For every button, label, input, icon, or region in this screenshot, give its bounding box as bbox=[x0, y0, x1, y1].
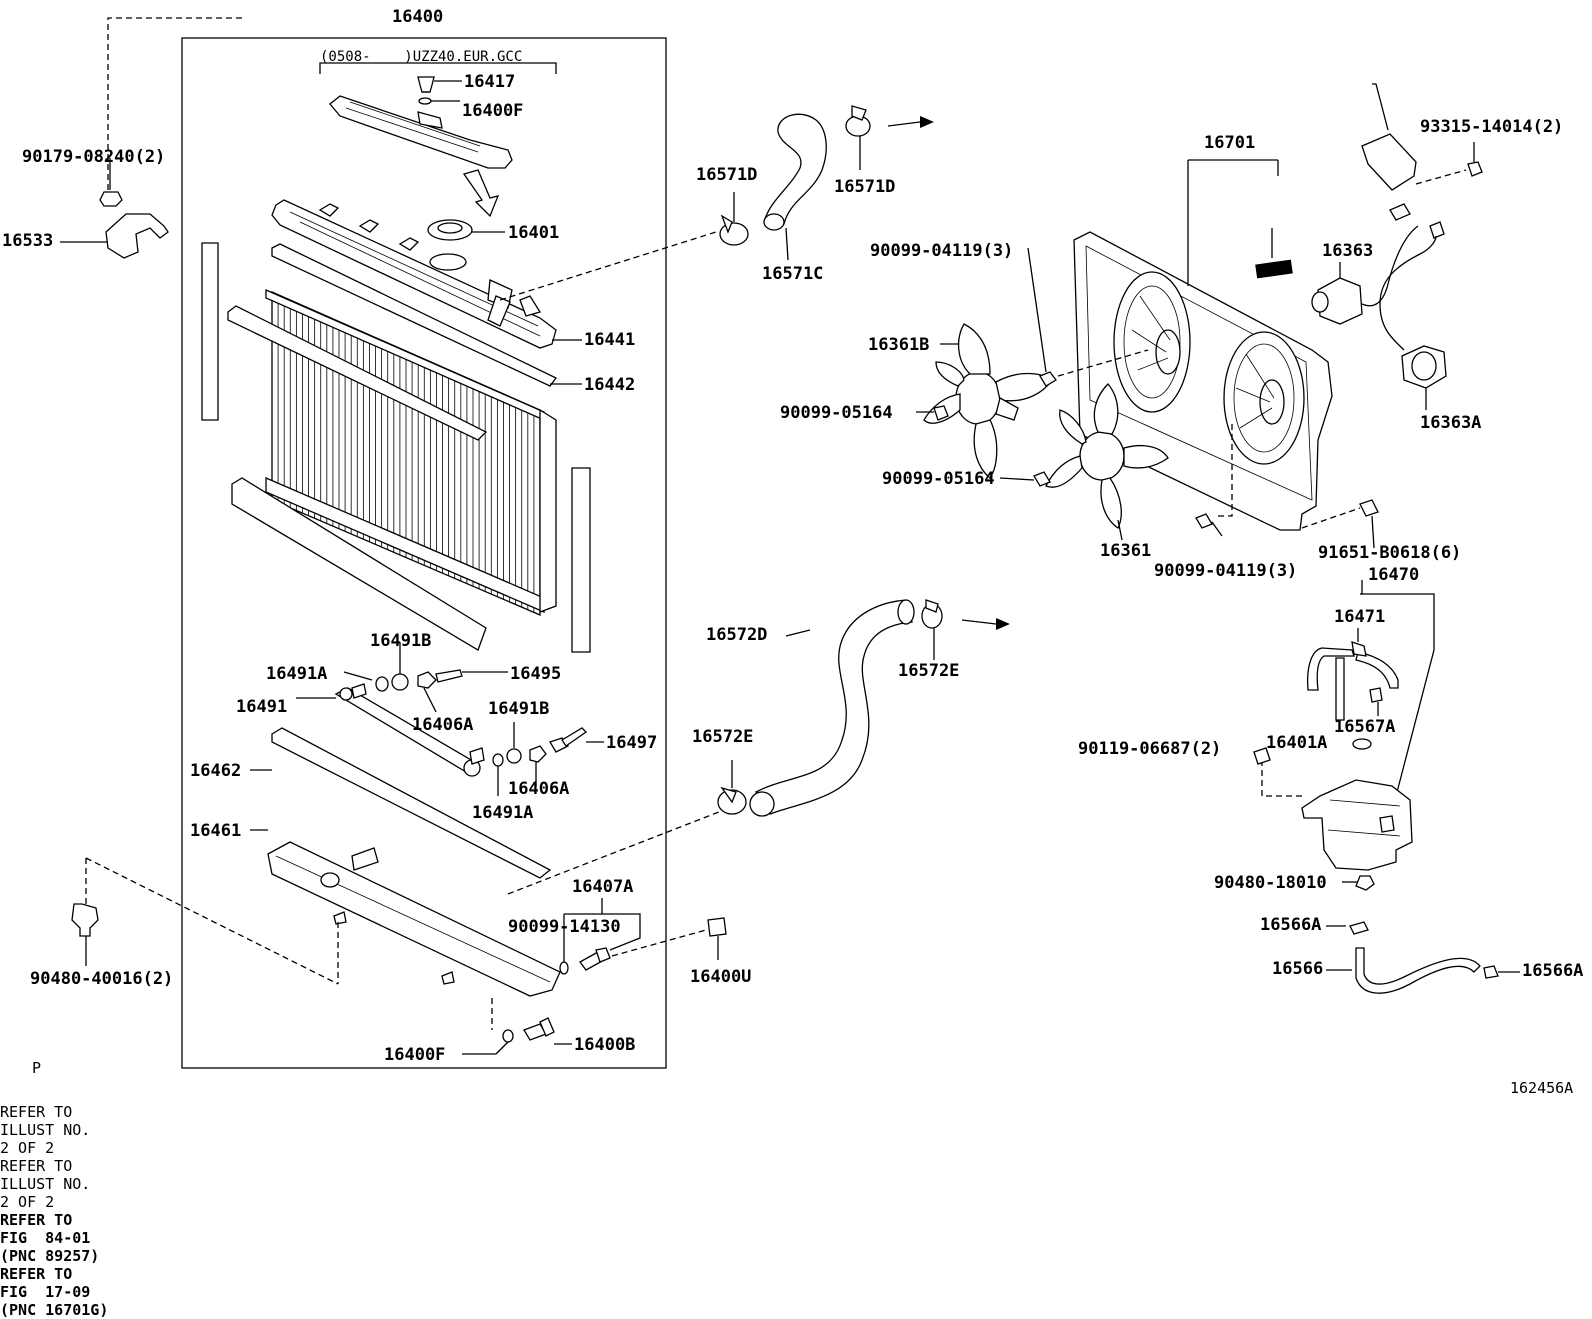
fan-blade-left-icon bbox=[923, 323, 1053, 479]
refer-fig-17-09: REFER TO FIG 17-09 (PNC 16701G) bbox=[0, 1265, 109, 1319]
label-91651-b0618: 91651-B0618(6) bbox=[1318, 543, 1462, 563]
reservoir-cap-icon bbox=[1352, 738, 1372, 750]
drain-plug-set-icon bbox=[559, 898, 707, 975]
fan-motor-icon bbox=[1311, 203, 1447, 410]
diagram-artwork bbox=[60, 17, 1520, 1069]
label-16566a-a: 16566A bbox=[1260, 915, 1322, 935]
washer-bolt-set-upper bbox=[343, 642, 508, 713]
label-16461: 16461 bbox=[190, 821, 242, 841]
label-90099-05164-b: 90099-05164 bbox=[882, 469, 995, 489]
label-16571d-a: 16571D bbox=[696, 165, 758, 185]
gasket-icon bbox=[271, 243, 582, 387]
label-16491: 16491 bbox=[236, 697, 288, 717]
label-16491b-b: 16491B bbox=[488, 699, 550, 719]
seal-strip-top bbox=[227, 305, 488, 441]
label-16406a-b: 16406A bbox=[508, 779, 570, 799]
label-16572e-a: 16572E bbox=[692, 727, 754, 747]
lower-gasket-icon bbox=[250, 727, 552, 879]
seal-strip-bottom bbox=[231, 477, 487, 651]
label-16566: 16566 bbox=[1272, 959, 1324, 979]
arrow-down-icon bbox=[462, 169, 500, 218]
drain-plug-icon bbox=[417, 76, 462, 105]
label-16572d: 16572D bbox=[706, 625, 768, 645]
radiator-group-frame bbox=[181, 37, 667, 1069]
label-16470: 16470 bbox=[1368, 565, 1420, 585]
label-16491a-a: 16491A bbox=[266, 664, 328, 684]
reservoir-bracket-icon bbox=[1360, 580, 1435, 797]
seal-strip-right bbox=[571, 467, 591, 653]
label-16363a: 16363A bbox=[1420, 413, 1482, 433]
label-16571d-b: 16571D bbox=[834, 177, 896, 197]
label-90480-18010: 90480-18010 bbox=[1214, 873, 1327, 893]
label-16406a-a: 16406A bbox=[412, 715, 474, 735]
upper-radiator-tank-icon bbox=[271, 199, 582, 349]
lower-radiator-tank-icon bbox=[250, 829, 561, 997]
parts-diagram: 16400 (0508- )UZZ40.EUR.GCC 16417 16400F… bbox=[0, 7, 1584, 1319]
upper-hose-icon bbox=[719, 105, 934, 261]
upper-tank-icon bbox=[329, 95, 513, 169]
label-16441: 16441 bbox=[584, 330, 636, 350]
label-16401: 16401 bbox=[508, 223, 560, 243]
bracket-icon bbox=[60, 158, 169, 259]
radiator-cap-icon bbox=[427, 219, 505, 241]
label-90480-40016: 90480-40016(2) bbox=[30, 969, 174, 989]
rubber-bushing-icon bbox=[71, 857, 339, 985]
fan-blade-right-icon bbox=[1045, 383, 1169, 541]
label-16442: 16442 bbox=[584, 375, 636, 395]
label-16701: 16701 bbox=[1204, 133, 1256, 153]
label-90099-14130: 90099-14130 bbox=[508, 917, 621, 937]
label-16400f-top: 16400F bbox=[462, 101, 524, 121]
label-90099-05164-a: 90099-05164 bbox=[780, 403, 893, 423]
label-16572e-b: 16572E bbox=[898, 661, 960, 681]
overflow-hose-icon bbox=[1326, 921, 1520, 994]
label-16400u: 16400U bbox=[690, 967, 752, 987]
label-16400: 16400 bbox=[392, 7, 444, 27]
drain-cock-icon bbox=[462, 998, 572, 1055]
label-16567a: 16567A bbox=[1334, 717, 1396, 737]
reservoir-grommet-icon bbox=[1355, 875, 1375, 891]
label-16400b: 16400B bbox=[574, 1035, 636, 1055]
washer-bolt-set-lower bbox=[492, 722, 604, 796]
label-16491a-b: 16491A bbox=[472, 803, 534, 823]
label-16497: 16497 bbox=[606, 733, 658, 753]
refer-illust-upper: REFER TO ILLUST NO. 2 OF 2 bbox=[0, 1103, 91, 1157]
label-16400f-bottom: 16400F bbox=[384, 1045, 446, 1065]
radiator-core-icon bbox=[265, 289, 557, 616]
label-16491b-a: 16491B bbox=[370, 631, 432, 651]
reservoir-hose-icon bbox=[1306, 628, 1399, 721]
seal-strip-left bbox=[201, 242, 219, 421]
plug-16400u-icon bbox=[707, 917, 727, 960]
label-16407a: 16407A bbox=[572, 877, 634, 897]
label-16417: 16417 bbox=[464, 72, 516, 92]
fan-relay-icon bbox=[1361, 83, 1417, 191]
label-16471: 16471 bbox=[1334, 607, 1386, 627]
label-variant: (0508- )UZZ40.EUR.GCC bbox=[320, 49, 523, 65]
label-93315-14014: 93315-14014(2) bbox=[1420, 117, 1564, 137]
label-90099-04119-b: 90099-04119(3) bbox=[1154, 561, 1298, 581]
coolant-reservoir-icon bbox=[1301, 779, 1413, 871]
label-16361b: 16361B bbox=[868, 335, 930, 355]
label-16566a-b: 16566A bbox=[1522, 961, 1584, 981]
refer-illust-lower: REFER TO ILLUST NO. 2 OF 2 bbox=[0, 1157, 91, 1211]
label-16361: 16361 bbox=[1100, 541, 1152, 561]
label-90119-06687: 90119-06687(2) bbox=[1078, 739, 1222, 759]
corner-letter: P bbox=[32, 1059, 42, 1077]
label-90099-04119-a: 90099-04119(3) bbox=[870, 241, 1014, 261]
oil-cooler-pipe-icon bbox=[296, 683, 485, 777]
refer-fig-84-01: REFER TO FIG 84-01 (PNC 89257) bbox=[0, 1211, 100, 1265]
figure-number: 162456A bbox=[1510, 1079, 1574, 1097]
reservoir-bolt-icon bbox=[1253, 747, 1271, 765]
bolt-icons bbox=[916, 142, 1483, 549]
label-16495: 16495 bbox=[510, 664, 562, 684]
label-16533: 16533 bbox=[2, 231, 54, 251]
label-16363: 16363 bbox=[1322, 241, 1374, 261]
lower-hose-icon bbox=[717, 599, 1010, 817]
label-90179-08240: 90179-08240(2) bbox=[22, 147, 166, 167]
label-16401a: 16401A bbox=[1266, 733, 1328, 753]
label-16462: 16462 bbox=[190, 761, 242, 781]
label-16571c: 16571C bbox=[762, 264, 824, 284]
